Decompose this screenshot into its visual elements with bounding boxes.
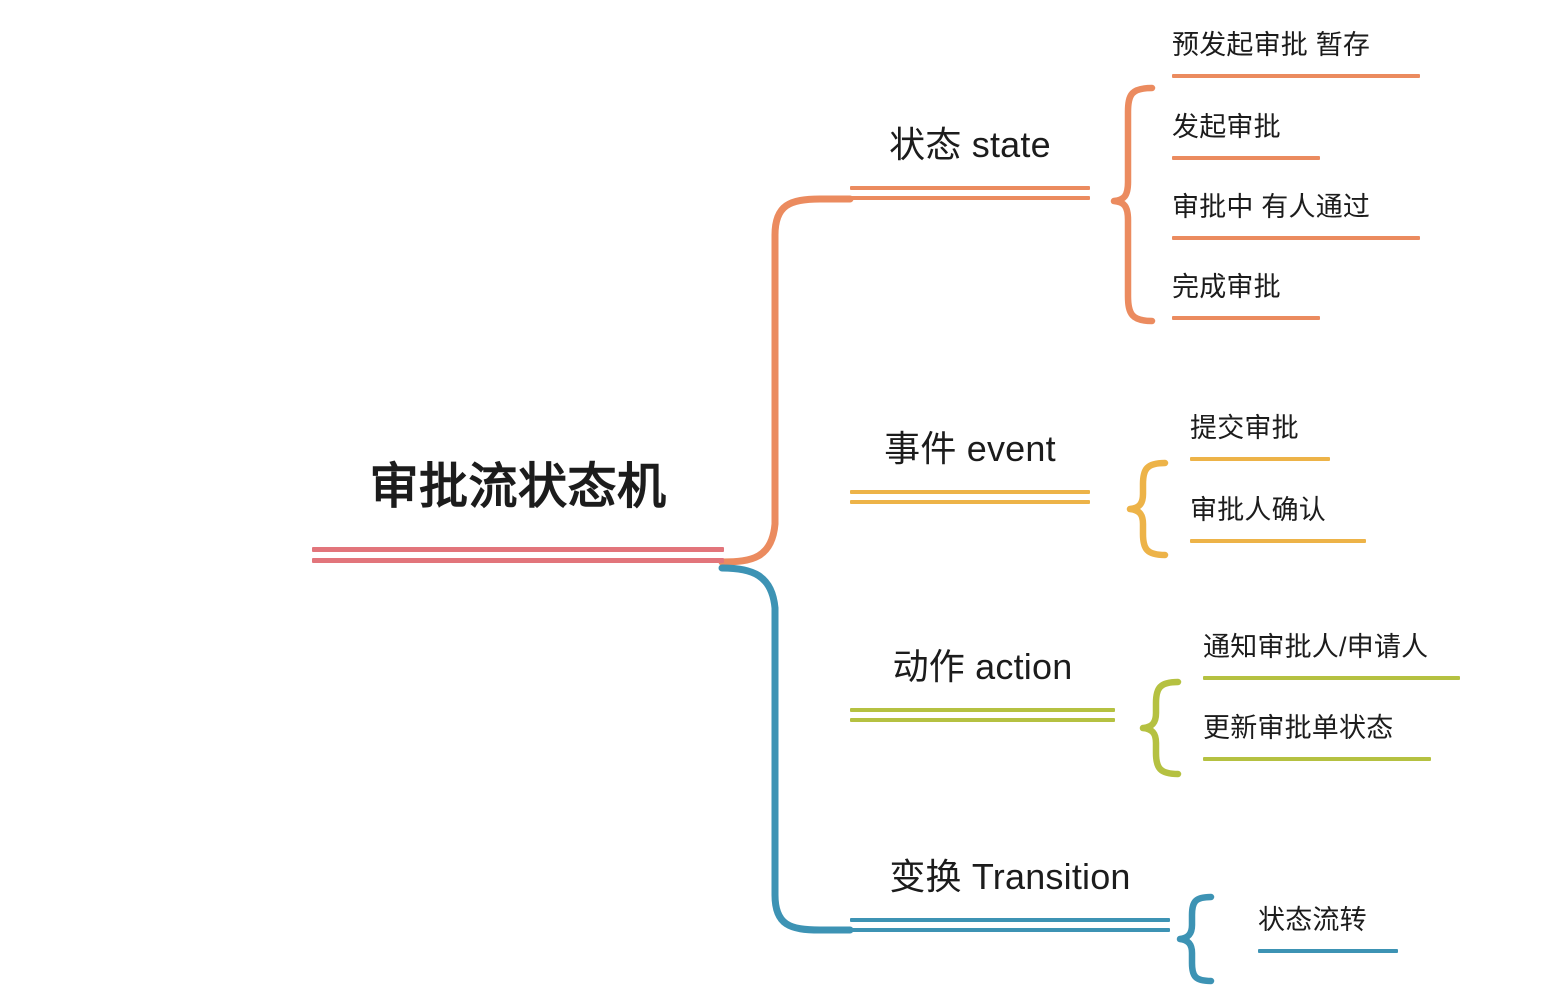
branch-node-action-rule-gap [850, 712, 1115, 718]
branch-node-state-rule-top [850, 185, 1090, 190]
branch-node-transition[interactable]: 变换 Transition [850, 858, 1170, 932]
leaf-node-action-0-rule [1203, 676, 1460, 681]
leaf-node-state-0-rule [1172, 74, 1420, 79]
trunk-root-to-state [718, 195, 854, 566]
leaf-node-state-3[interactable]: 完成审批 [1172, 272, 1420, 321]
leaf-node-action-0-label: 通知审批人/申请人 [1203, 632, 1429, 662]
leaf-node-event-1-label: 审批人确认 [1190, 495, 1326, 525]
leaf-node-state-2-rule [1172, 236, 1420, 241]
leaf-node-transition-0[interactable]: 状态流转 [1258, 905, 1398, 954]
root-node-rule-bottom [312, 558, 724, 564]
branch-node-action-rule-bottom [850, 717, 1115, 722]
leaf-node-event-1[interactable]: 审批人确认 [1190, 495, 1366, 544]
leaf-node-state-2-label: 审批中 有人通过 [1172, 192, 1371, 222]
brace-state [1110, 84, 1156, 325]
branch-node-transition-label: 变换 Transition [889, 856, 1131, 897]
branch-node-state-rule-bottom [850, 195, 1090, 200]
leaf-node-state-0[interactable]: 预发起审批 暂存 [1172, 30, 1420, 79]
leaf-node-event-0[interactable]: 提交审批 [1190, 413, 1338, 462]
brace-event [1126, 459, 1169, 559]
branch-node-state-rule-gap [850, 190, 1090, 196]
branch-node-state-label: 状态 state [889, 124, 1051, 165]
leaf-node-state-1-label: 发起审批 [1172, 112, 1281, 142]
branch-node-action-label: 动作 action [892, 646, 1073, 687]
branch-node-transition-rule-top [850, 917, 1170, 922]
branch-node-event-rule-top [850, 489, 1090, 494]
leaf-node-event-1-rule [1190, 539, 1366, 544]
leaf-node-state-1[interactable]: 发起审批 [1172, 112, 1420, 161]
leaf-node-state-1-rule [1172, 156, 1320, 161]
branch-node-event-rule-gap [850, 494, 1090, 500]
leaf-node-state-3-rule [1172, 316, 1320, 321]
root-node-rule-top [312, 547, 724, 553]
root-node-label: 审批流状态机 [369, 460, 667, 514]
leaf-node-action-1[interactable]: 更新审批单状态 [1203, 713, 1431, 762]
leaf-node-state-0-label: 预发起审批 暂存 [1172, 30, 1371, 60]
leaf-node-event-0-label: 提交审批 [1190, 413, 1299, 443]
leaf-node-state-3-label: 完成审批 [1172, 272, 1281, 302]
branch-node-action[interactable]: 动作 action [850, 648, 1115, 722]
branch-node-transition-rule-bottom [850, 927, 1170, 932]
branch-node-event[interactable]: 事件 event [850, 430, 1090, 504]
branch-node-event-label: 事件 event [884, 428, 1056, 469]
leaf-node-action-1-label: 更新审批单状态 [1203, 713, 1394, 743]
leaf-node-action-0[interactable]: 通知审批人/申请人 [1203, 632, 1460, 681]
leaf-node-state-2[interactable]: 审批中 有人通过 [1172, 192, 1420, 241]
branch-node-state[interactable]: 状态 state [850, 126, 1090, 200]
branch-node-event-rule-bottom [850, 499, 1090, 504]
branch-node-transition-rule-gap [850, 922, 1170, 928]
brace-transition [1176, 893, 1215, 985]
leaf-node-transition-0-rule [1258, 949, 1398, 954]
brace-action [1139, 678, 1182, 778]
branch-node-action-rule-top [850, 707, 1115, 712]
leaf-node-action-1-rule [1203, 757, 1431, 762]
trunk-root-to-transition [718, 564, 854, 934]
root-node[interactable]: 审批流状态机 [312, 460, 724, 564]
leaf-node-transition-0-label: 状态流转 [1258, 905, 1367, 935]
leaf-node-event-0-rule [1190, 457, 1330, 462]
